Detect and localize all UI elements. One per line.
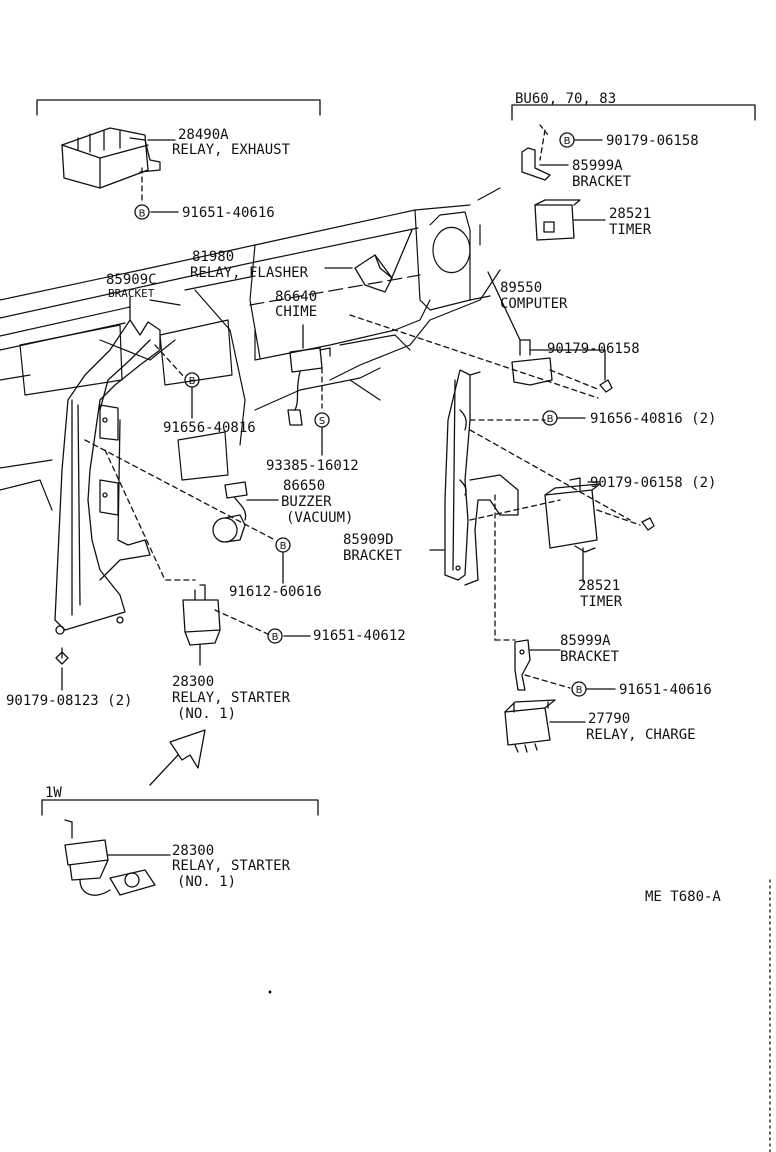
bolt-symbol: B — [139, 209, 146, 220]
part-name-buzzer: BUZZER — [281, 494, 332, 510]
part-name-relay-starter-no1: (NO. 1) — [177, 706, 237, 722]
part-name-computer: COMPUTER — [500, 296, 568, 312]
leader-lines-left — [84, 344, 311, 644]
part-number-28300: 28300 — [172, 674, 215, 690]
bracket-85909d-drawing — [349, 314, 631, 641]
part-name-buzzer-vacuum: (VACUUM) — [286, 510, 354, 526]
part-number-89550: 89550 — [500, 280, 543, 296]
group-bracket-bu-models — [511, 104, 756, 121]
svg-text:B: B — [547, 414, 554, 425]
part-number-91656-40816-left: 91656-40816 — [163, 420, 256, 436]
part-number-91651-40616-lower: 91651-40616 — [619, 682, 712, 698]
part-number-28521-lower: 28521 — [578, 578, 621, 594]
part-name-relay-starter-1w: RELAY, STARTER — [172, 858, 291, 874]
part-number-86650: 86650 — [283, 478, 326, 494]
buzzer-drawing — [212, 481, 279, 543]
relay-charge-drawing — [504, 699, 586, 753]
bracket-85909c-drawing — [54, 296, 161, 691]
part-name-chime: CHIME — [275, 304, 318, 320]
part-number-81980: 81980 — [192, 249, 235, 265]
part-number-91651-40616-top: 91651-40616 — [182, 205, 275, 221]
part-number-85909c: 85909C — [106, 272, 157, 288]
relay-starter-drawing — [182, 584, 221, 666]
relay-exhaust-drawing — [61, 127, 179, 220]
group-label-bu-models: BU60, 70, 83 — [515, 91, 617, 107]
group-label-1w: 1W — [45, 785, 62, 801]
part-number-28490a: 28490A — [178, 127, 229, 143]
relay-flasher-drawing — [324, 229, 413, 293]
svg-text:B: B — [189, 376, 196, 387]
part-name-timer-lower: TIMER — [580, 594, 623, 610]
part-number-91651-40612: 91651-40612 — [313, 628, 406, 644]
part-number-90179-08123: 90179-08123 (2) — [6, 693, 133, 709]
bu-models-drawing — [521, 124, 606, 241]
part-name-relay-starter: RELAY, STARTER — [172, 690, 291, 706]
svg-text:B: B — [564, 136, 571, 147]
svg-text:S: S — [319, 416, 325, 427]
part-name-bracket-85909d: BRACKET — [343, 548, 403, 564]
chime-drawing — [287, 324, 331, 456]
group-bracket-exhaust — [36, 99, 321, 116]
part-number-27790: 27790 — [588, 711, 631, 727]
svg-text:B: B — [280, 541, 287, 552]
part-number-85909d: 85909D — [343, 532, 394, 548]
part-number-28300-1w: 28300 — [172, 843, 215, 859]
part-number-86640: 86640 — [275, 289, 318, 305]
svg-text:B: B — [272, 632, 279, 643]
group-bracket-1w — [41, 799, 319, 816]
part-name-bracket-85909c: BRACKET — [108, 287, 155, 300]
part-name-relay-charge: RELAY, CHARGE — [586, 727, 696, 743]
part-number-90179-06158-top: 90179-06158 — [606, 133, 699, 149]
part-name-relay-exhaust: RELAY, EXHAUST — [172, 142, 291, 158]
part-number-28521-top: 28521 — [609, 206, 652, 222]
part-number-91612-60616: 91612-60616 — [229, 584, 322, 600]
part-number-85999a-lower: 85999A — [560, 633, 611, 649]
part-name-relay-starter-1w-no1: (NO. 1) — [177, 874, 237, 890]
part-name-relay-flasher: RELAY, FLASHER — [190, 265, 309, 281]
diagram-code: ME T680-A — [645, 889, 721, 905]
part-name-bracket-85999a-lower: BRACKET — [560, 649, 620, 665]
part-number-90179-06158-2: 90179-06158 (2) — [590, 475, 717, 491]
part-number-91656-40816-right: 91656-40816 (2) — [590, 411, 717, 427]
svg-text:B: B — [576, 685, 583, 696]
part-name-timer-top: TIMER — [609, 222, 652, 238]
part-number-93385-16012: 93385-16012 — [266, 458, 359, 474]
relay-starter-1w-drawing — [64, 819, 171, 896]
instrument-panel — [0, 187, 501, 511]
part-number-85999a-top: 85999A — [572, 158, 623, 174]
part-name-bracket-85999a-top: BRACKET — [572, 174, 632, 190]
arrow-up — [149, 729, 206, 786]
computer-drawing — [487, 271, 613, 393]
timer-lower-drawing — [544, 477, 655, 583]
part-number-90179-06158-mid: 90179-06158 — [547, 341, 640, 357]
bracket-85999a-lower-drawing — [514, 639, 616, 697]
